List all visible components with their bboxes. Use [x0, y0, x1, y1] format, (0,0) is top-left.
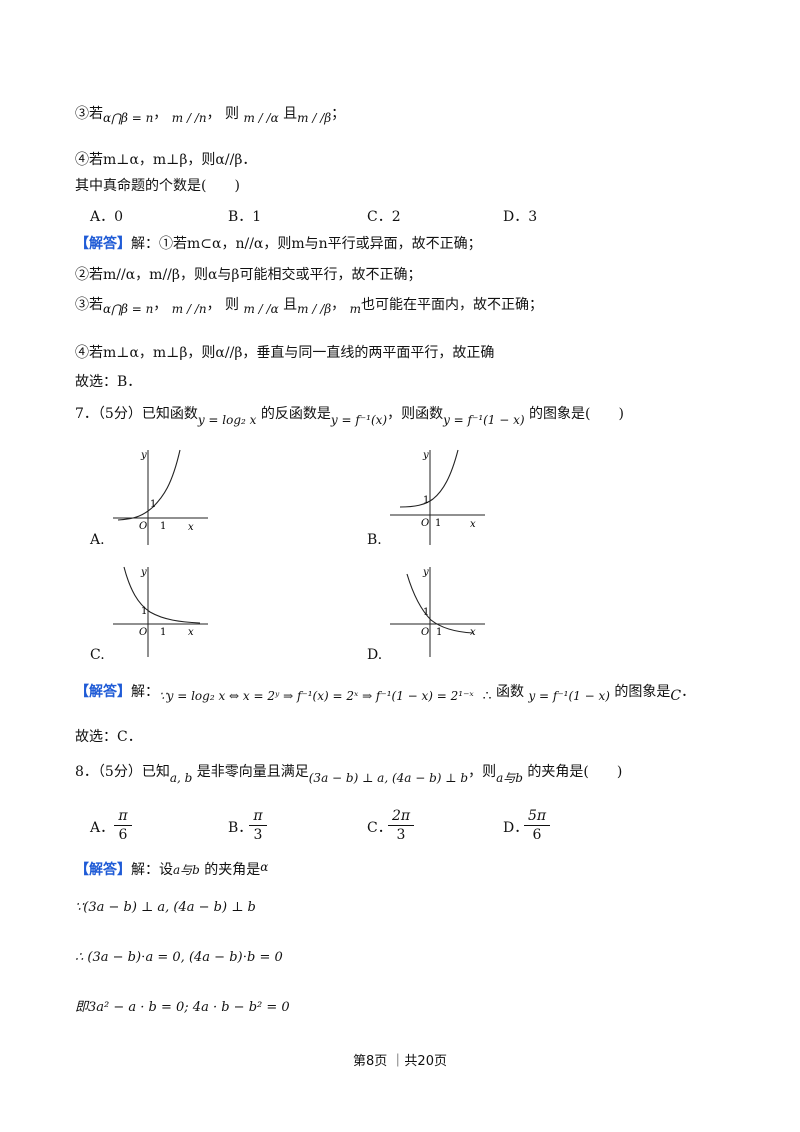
one-y-label: 1: [150, 499, 156, 510]
curve: [399, 449, 459, 508]
y-label: y: [422, 450, 429, 461]
answer-tag: 【解答】: [75, 236, 131, 252]
q8-step1: ∵(3a − b) ⊥ a, (4a − b) ⊥ b: [75, 900, 256, 915]
one-x-label: 1: [160, 627, 166, 638]
answer-tag: 【解答】: [75, 684, 131, 700]
one-y-label: 1: [141, 606, 147, 617]
graph-c: y x O 1 1: [113, 566, 208, 657]
q6-option-a: A．0: [90, 209, 124, 225]
answer-tag: 【解答】: [75, 862, 131, 878]
q8-option-a-label: A．: [90, 820, 115, 836]
curve: [123, 566, 201, 624]
q6-answer-line1: 【解答】解：①若m⊂α，n//α，则m与n平行或异面，故不正确；: [75, 236, 482, 252]
q6-answer-line4: ④若m⊥α，m⊥β，则α//β，垂直与同一直线的两平面平行，故正确: [75, 345, 495, 361]
q7-conclusion: 故选：C．: [75, 729, 142, 745]
q8-stem: 8．（5分）已知a, b 是非零向量且满足(3a − b) ⊥ a, (4a −…: [75, 764, 623, 785]
q6-answer-line2: ②若m//α，m//β，则α与β可能相交或平行，故不正确；: [75, 267, 422, 283]
q8-step2: ∴ (3a − b)⋅a = 0, (4a − b)⋅b = 0: [75, 950, 283, 965]
graph-b-label: B.: [367, 532, 382, 548]
q6-item4: ④若m⊥α，m⊥β，则α//β．: [75, 152, 257, 168]
q6-option-d: D．3: [503, 209, 538, 225]
origin-label: O: [421, 518, 429, 529]
one-x-label: 1: [436, 627, 442, 638]
one-y-label: 1: [423, 495, 429, 506]
q7-stem: 7．（5分）已知函数y = log₂ x 的反函数是y = f⁻¹(x)，则函数…: [75, 406, 624, 427]
one-x-label: 1: [160, 521, 166, 532]
q6-answer-line3: ③若α⋂β = n， m / /n， 则 m / /α 且m / /β， m也可…: [75, 297, 544, 316]
graph-d-label: D.: [367, 647, 383, 663]
page-footer: 第8页 ｜共20页: [353, 1054, 447, 1069]
x-label: x: [470, 627, 476, 638]
graph-d: y x O 1 1: [390, 567, 485, 657]
origin-label: O: [139, 521, 147, 532]
q6-option-c: C．2: [367, 209, 401, 225]
graph-a-label: A.: [90, 532, 105, 548]
origin-label: O: [139, 627, 147, 638]
q6-item3: ③若α⋂β = n， m / /n， 则 m / /α 且m / /β；: [75, 106, 346, 125]
y-label: y: [140, 450, 147, 461]
q8-option-c-label: C．: [367, 820, 392, 836]
origin-label: O: [421, 627, 429, 638]
q8-step3: 即3a² − a · b = 0; 4a · b − b² = 0: [75, 1000, 290, 1015]
q6-conclusion: 故选：B．: [75, 374, 142, 390]
q6-option-b: B．1: [228, 209, 262, 225]
q8-option-d-label: D．: [503, 820, 529, 836]
one-x-label: 1: [435, 518, 441, 529]
curve: [406, 573, 474, 634]
curve: [117, 449, 181, 521]
graph-c-label: C.: [90, 647, 105, 663]
q8-answer: 【解答】解：设a与b 的夹角是α: [75, 860, 269, 878]
graph-a: y x O 1 1: [113, 449, 208, 545]
x-label: x: [188, 522, 194, 533]
graph-b: y x O 1 1: [390, 449, 485, 545]
q6-question: 其中真命题的个数是( ): [75, 178, 240, 194]
y-label: y: [140, 567, 147, 578]
y-label: y: [422, 567, 429, 578]
q8-option-b-label: B．: [228, 820, 253, 836]
q7-answer: 【解答】解：∵y = log₂ x ⇔ x = 2ʸ ⇒ f⁻¹(x) = 2ˣ…: [75, 684, 696, 704]
x-label: x: [470, 519, 476, 530]
x-label: x: [188, 627, 194, 638]
one-y-label: 1: [423, 607, 429, 618]
